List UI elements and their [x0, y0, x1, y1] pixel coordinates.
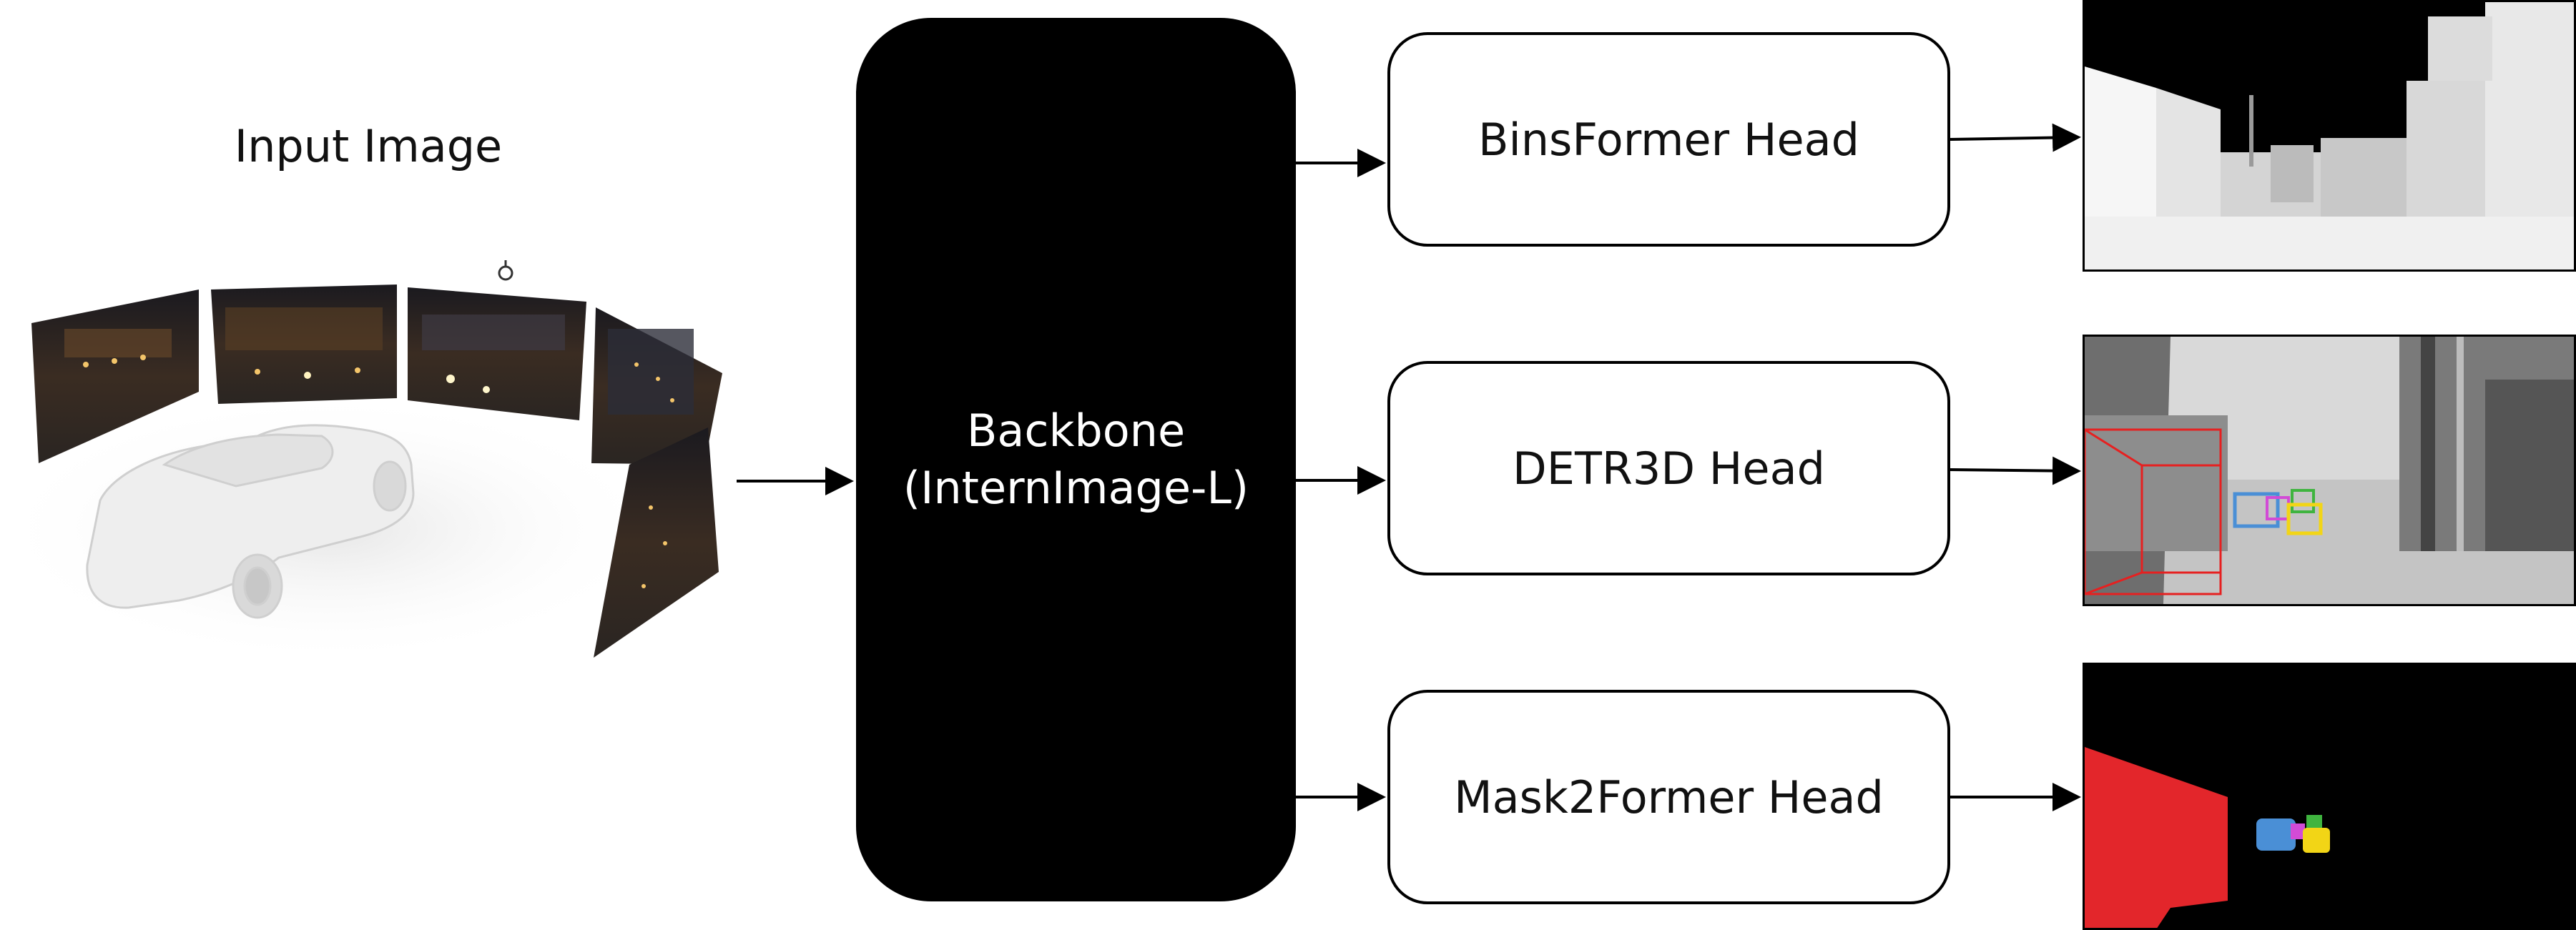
car-model: [86, 424, 415, 619]
binsformer-head-box: BinsFormer Head: [1387, 32, 1950, 247]
backbone-subtitle: (InternImage-L): [903, 462, 1249, 514]
mask2former-head-box: Mask2Former Head: [1387, 690, 1950, 904]
segmentation-output: [2083, 663, 2576, 930]
backbone-title: Backbone: [966, 405, 1186, 457]
binsformer-head-label: BinsFormer Head: [1478, 113, 1859, 166]
camera-panel-back-right: [591, 307, 722, 465]
input-image-title: Input Image: [234, 120, 503, 172]
mask2former-head-label: Mask2Former Head: [1454, 771, 1884, 823]
input-image-illustration: [21, 260, 722, 665]
camera-panel-front-right: [408, 287, 586, 420]
camera-panel-front: [211, 285, 397, 404]
detr3d-head-box: DETR3D Head: [1387, 361, 1950, 575]
arrow-detr3d-to-detection: [1950, 456, 2081, 485]
camera-panel-front-left: [31, 290, 199, 463]
backbone-block: Backbone (InternImage-L): [856, 18, 1296, 901]
depth-map-output: [2083, 0, 2576, 272]
detection-output: [2083, 335, 2576, 606]
detr3d-head-label: DETR3D Head: [1513, 442, 1825, 495]
arrow-binsformer-to-depth: [1950, 123, 2081, 152]
camera-panel-back: [594, 427, 719, 658]
